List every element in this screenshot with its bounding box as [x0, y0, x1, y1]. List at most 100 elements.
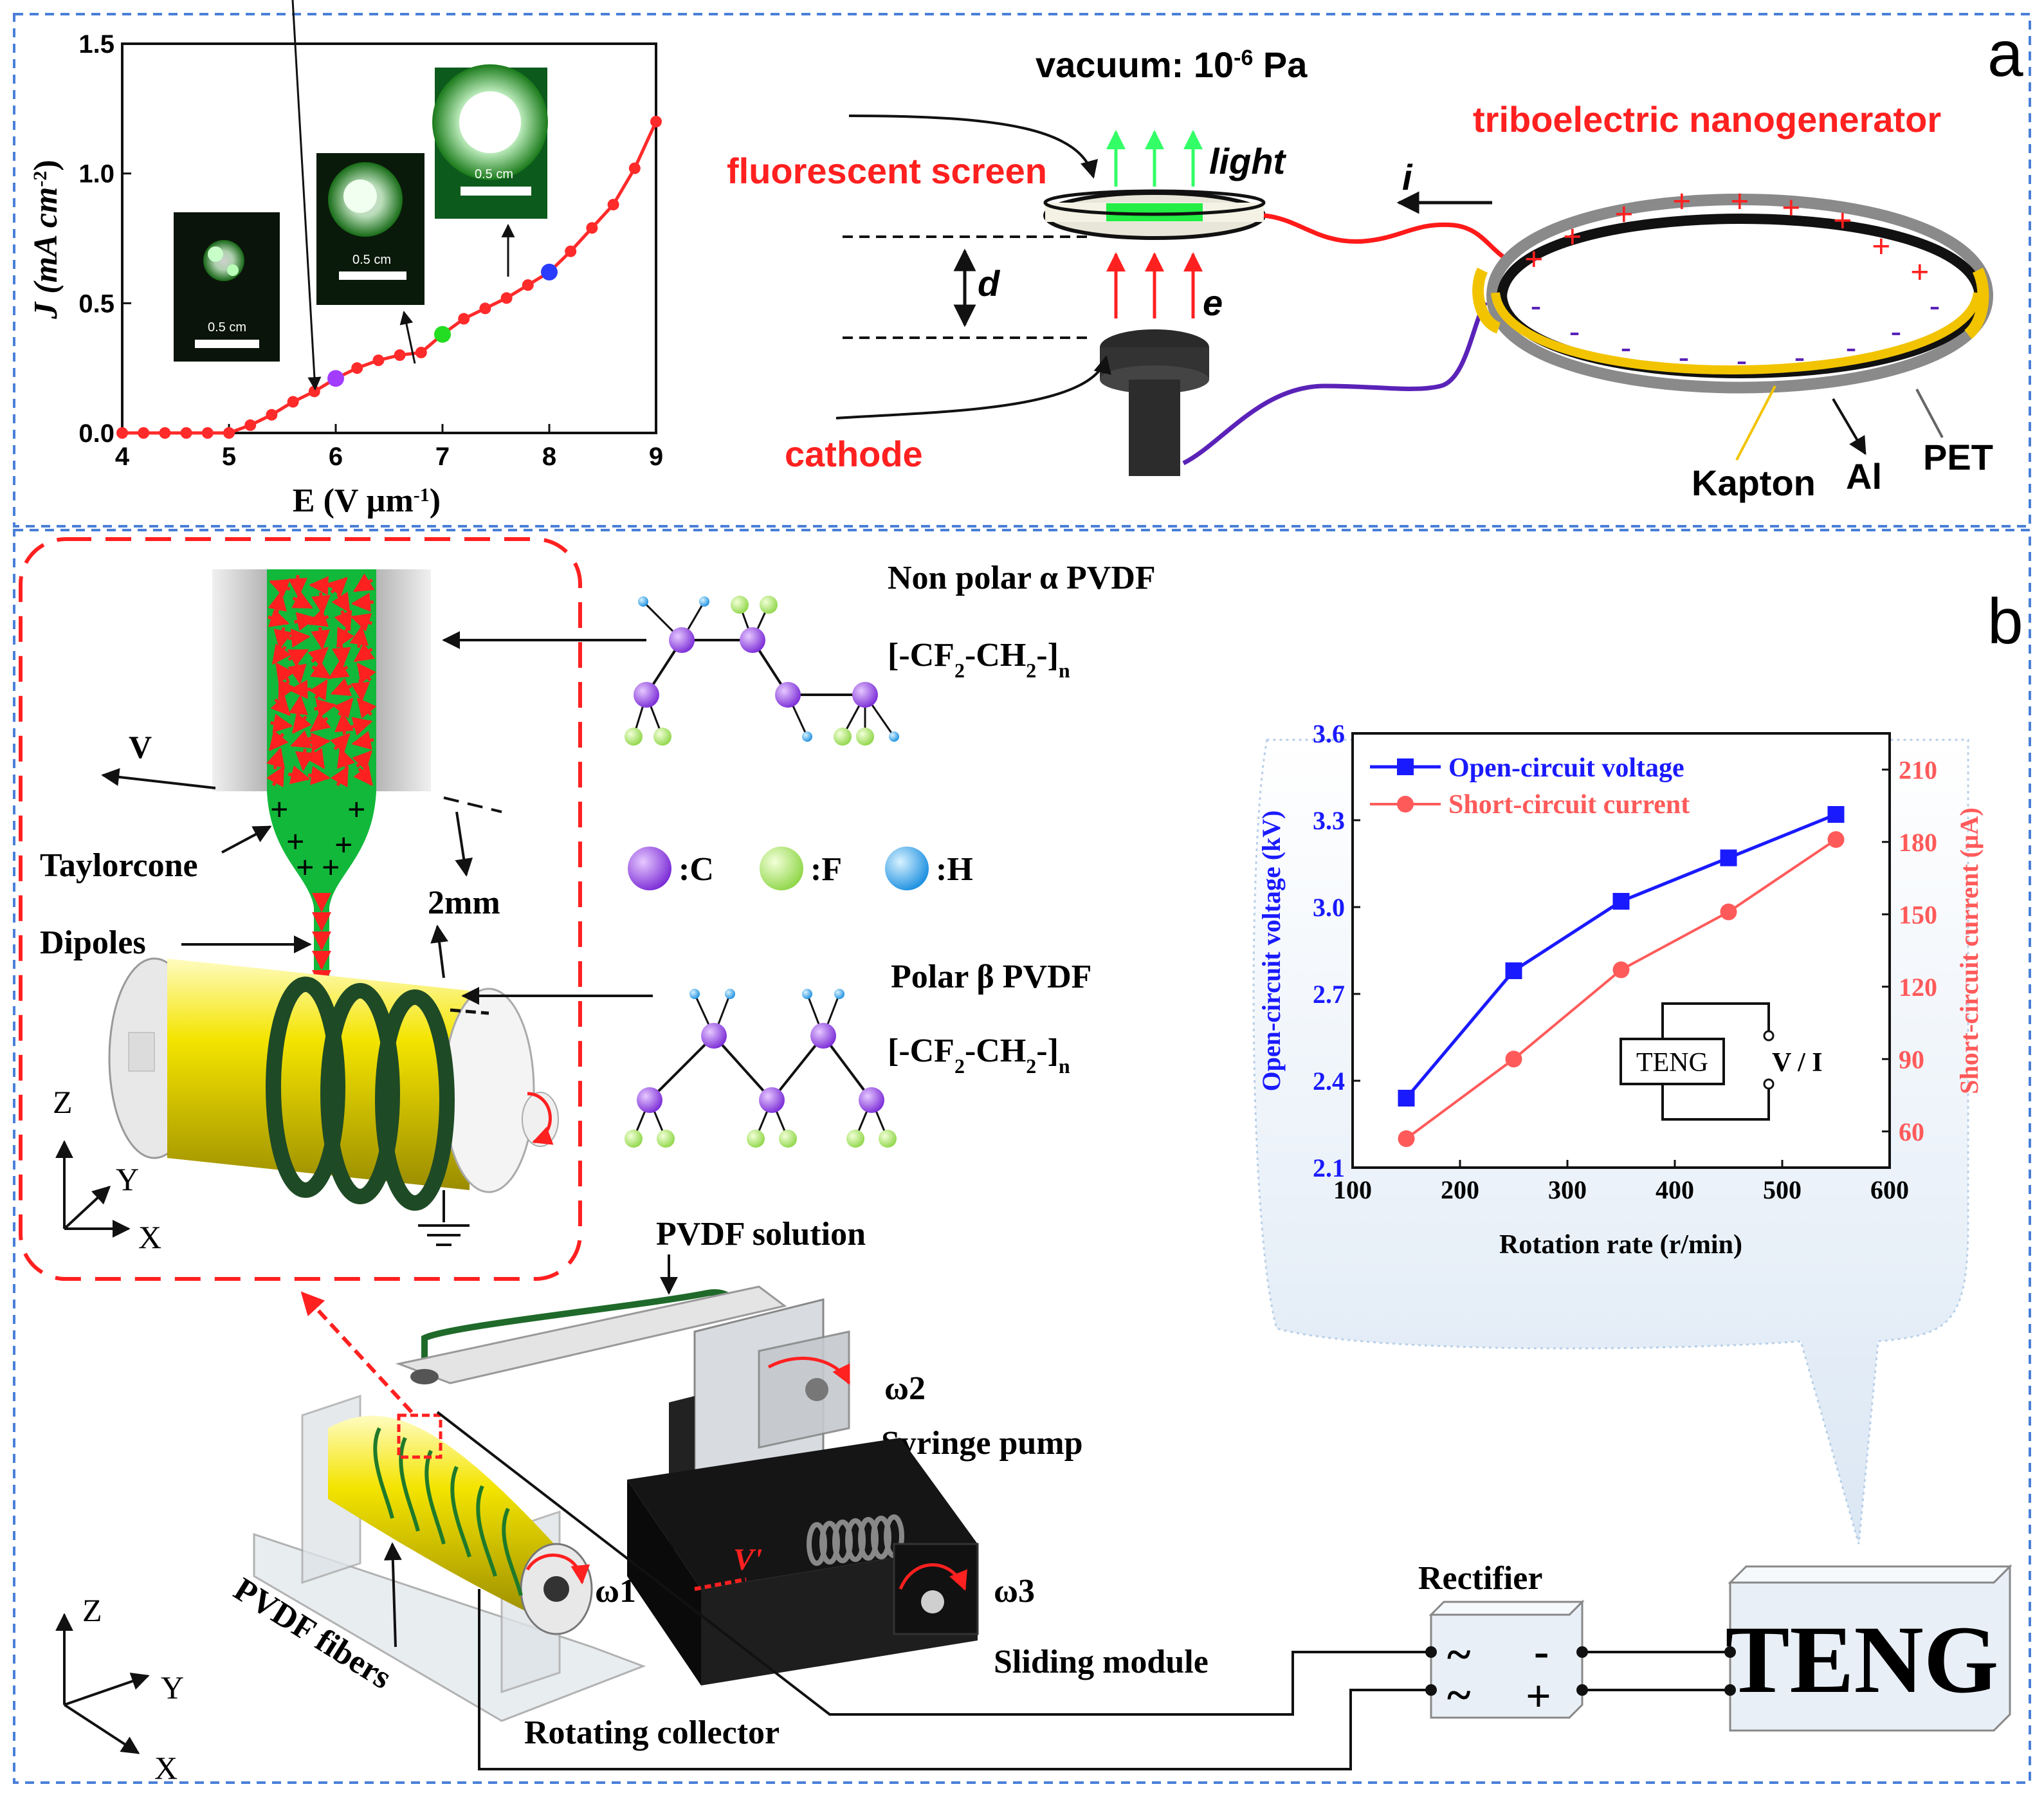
svg-text:Y: Y [161, 1669, 184, 1705]
scale-label: 0.5 cm [352, 253, 391, 267]
je-x-tick-label: 9 [649, 443, 663, 471]
carbon-atom [701, 1023, 727, 1049]
rotating-collector-label: Rotating collector [524, 1714, 780, 1751]
hydrogen-atom [699, 596, 709, 607]
je-data-point [180, 427, 192, 439]
svg-text:-: - [1737, 343, 1747, 377]
taylorcone-pointer [221, 825, 272, 854]
je-data-point [287, 396, 299, 408]
vc-y-tick-label: 2.1 [1313, 1153, 1345, 1182]
hydrogen-atom [802, 731, 812, 742]
dipole-arrow [356, 697, 377, 719]
distance-arrow-down [455, 811, 473, 877]
rectifier-ac-top: ~ [1447, 1630, 1470, 1680]
circuit-teng-label: TENG [1636, 1048, 1708, 1078]
omega3-label: ω3 [994, 1573, 1035, 1610]
electron-arrows [1106, 252, 1203, 318]
je-y-tick-label: 1.0 [78, 160, 114, 188]
je-data-point [479, 302, 491, 315]
je-data-point [372, 354, 385, 367]
dipole-arrow [271, 643, 291, 665]
dipole-arrow [331, 591, 351, 613]
je-highlight-point [541, 263, 558, 280]
panel-b-label: b [1987, 585, 2023, 657]
slide-velocity-label: V' [733, 1543, 762, 1577]
svg-text:-: - [1930, 288, 1940, 322]
je-data-point [116, 427, 128, 439]
distance-label: 2mm [428, 885, 500, 921]
current-data-point [1827, 831, 1845, 848]
vc-y2-tick-label: 60 [1899, 1117, 1924, 1146]
rectifier-label: Rectifier [1418, 1560, 1542, 1597]
svg-text:X: X [138, 1219, 161, 1255]
svg-text:+: + [1563, 219, 1582, 255]
magnify-pointer [300, 1291, 414, 1414]
vc-y-tick-label: 3.0 [1313, 893, 1345, 922]
vc-y-tick-label: 3.6 [1313, 719, 1345, 748]
dipole-arrow [353, 765, 373, 787]
red-wire [1263, 213, 1519, 266]
vc-legend: Open-circuit voltage Short-circuit curre… [1370, 753, 1690, 820]
fluorine-atom [747, 1130, 765, 1148]
fluorine-atom [625, 728, 643, 746]
vc-y2-tick-label: 150 [1899, 900, 1937, 929]
je-data-point [415, 346, 427, 358]
wiring [436, 1411, 1730, 1770]
kapton-pointer [1735, 385, 1776, 461]
cathode [1100, 329, 1209, 476]
light-label: light [1209, 141, 1287, 181]
je-data-point [159, 427, 171, 439]
inset-pointer-mid [399, 310, 416, 364]
rotating-collector [253, 1394, 646, 1722]
dipole-arrow [266, 766, 285, 787]
dipole-arrow [309, 712, 331, 732]
dipole-arrows [266, 573, 377, 989]
fibers-pointer [383, 1542, 402, 1648]
svg-text:+: + [1782, 190, 1801, 226]
voltage-arrow [101, 767, 216, 789]
field-emission-schematic: vacuum: 10-6 Pa triboelectric nanogenera… [727, 44, 1994, 503]
fluorine-atom [834, 728, 852, 746]
hydrogen-atom [638, 596, 648, 607]
hydrogen-atom [725, 989, 735, 999]
c-c-bond [771, 1034, 825, 1101]
hydrogen-atom [689, 989, 700, 999]
svg-text:-: - [1846, 330, 1856, 364]
al-label: Al [1846, 456, 1882, 497]
dipole-arrow [356, 662, 376, 684]
dipole-arrow [334, 610, 352, 632]
voltage-data-point [1612, 893, 1630, 910]
vc-y-axis-label: Open-circuit voltage (kV) [1257, 811, 1286, 1092]
je-data-point [586, 222, 598, 234]
dipole-arrow [352, 573, 375, 592]
fluorine-atom [779, 1130, 797, 1148]
polar-formula: [-CF2-CH2-]n [888, 1033, 1070, 1078]
je-x-tick-label: 7 [435, 443, 450, 471]
vc-y2-tick-label: 90 [1899, 1045, 1924, 1074]
je-data-point [266, 409, 278, 421]
fluorine-atom [879, 1130, 897, 1148]
je-x-tick-label: 6 [329, 443, 343, 471]
svg-text:+: + [322, 849, 340, 885]
dipole-arrow [351, 731, 374, 750]
distance-line [443, 796, 502, 813]
je-y-tick-label: 1.5 [78, 30, 114, 59]
emission-image-mid: 0.5 cm [316, 153, 424, 305]
nonpolar-title: Non polar α PVDF [888, 560, 1156, 596]
light-arrows [1106, 130, 1203, 187]
vc-x-tick-label: 500 [1763, 1175, 1802, 1204]
je-data-point [394, 349, 406, 361]
pvdf-molecules: Non polar α PVDF [-CF2-CH2-]n :C :F :H P… [442, 560, 1156, 1148]
rectifier-ac-bottom: ~ [1447, 1671, 1470, 1720]
electrospinning-inset: ++++++ V 2mm Taylorcone Dipoles [19, 537, 582, 1281]
sliding-module-label: Sliding module [994, 1644, 1209, 1680]
cathode-label: cathode [785, 434, 923, 474]
carbon-atom-legend [628, 847, 671, 890]
dipole-arrow [314, 699, 336, 718]
sliding-module: V' [627, 1438, 979, 1685]
je-highlights [327, 263, 558, 387]
hydrogen-atom [834, 989, 844, 999]
negative-charges: --------- [1531, 288, 1940, 377]
